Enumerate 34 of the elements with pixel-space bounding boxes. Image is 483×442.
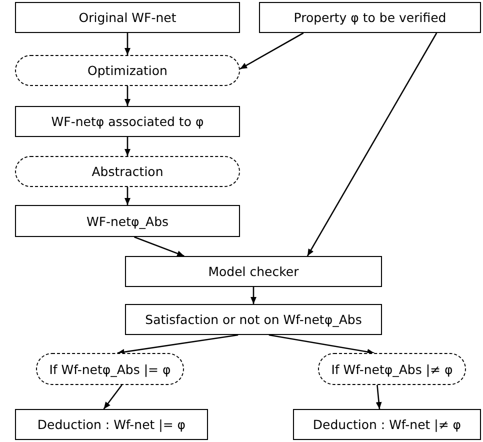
node-label: Abstraction: [92, 164, 164, 179]
node-label: Original WF-net: [78, 10, 176, 25]
step-rounded-box: [15, 156, 240, 187]
arrow: [240, 32, 304, 70]
arrow: [103, 384, 122, 410]
node-label: WF-netφ_Abs: [86, 214, 169, 228]
arrow: [306, 32, 438, 256]
arrow: [117, 334, 238, 355]
process-box: [15, 106, 240, 137]
arrow: [124, 33, 130, 55]
node-label: Deduction : Wf-net |= φ: [37, 417, 186, 432]
arrow: [268, 334, 374, 355]
node-label: Model checker: [208, 264, 299, 279]
arrow: [134, 236, 184, 257]
process-box: [15, 409, 208, 440]
process-box: [125, 304, 382, 335]
node-label: If Wf-netφ_Abs |≠ φ: [331, 362, 453, 376]
step-rounded-box: [15, 55, 240, 86]
process-box: [15, 2, 240, 33]
node-label: Optimization: [88, 63, 168, 78]
node-label: Deduction : Wf-net |≠ φ: [312, 417, 462, 432]
process-box: [15, 205, 240, 237]
node-label: Property φ to be verified: [294, 10, 446, 25]
node-label: If Wf-netφ_Abs |= φ: [49, 362, 171, 376]
arrow: [124, 187, 130, 205]
arrow: [124, 86, 130, 106]
arrow: [124, 137, 130, 156]
arrow: [250, 287, 256, 304]
process-box: [259, 2, 481, 33]
process-box: [125, 256, 382, 287]
process-box: [293, 409, 481, 440]
node-label: WF-netφ associated to φ: [51, 114, 204, 129]
arrow: [376, 384, 382, 410]
node-label: Satisfaction or not on Wf-netφ_Abs: [145, 312, 362, 327]
